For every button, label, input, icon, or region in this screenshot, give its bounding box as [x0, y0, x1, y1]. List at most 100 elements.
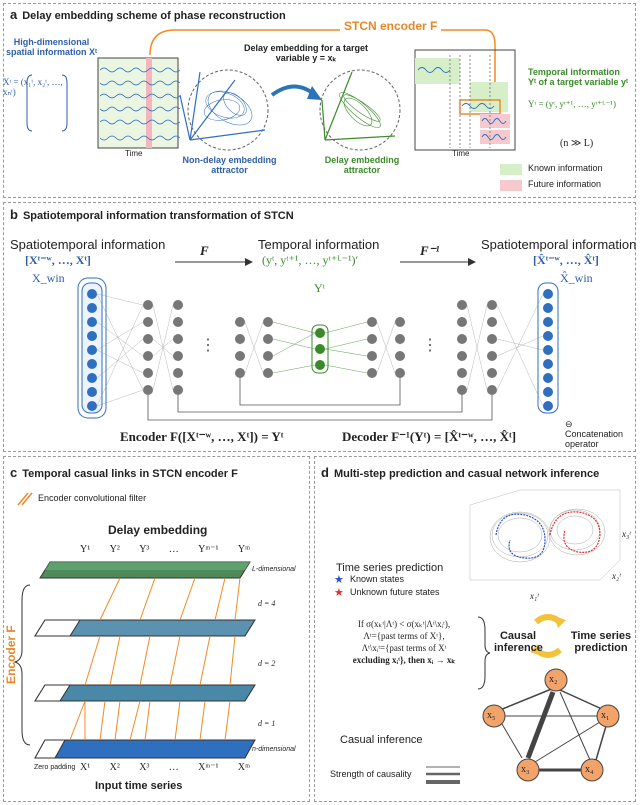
- known-states: Known states: [350, 574, 405, 584]
- x-hat-win: X̂_win: [560, 271, 593, 285]
- y-t: Yᵗ: [314, 281, 325, 295]
- hidden-neurons-encoder: [143, 300, 273, 395]
- top-label: Y¹: [80, 544, 91, 555]
- mid-formula: (yᵗ, yᵗ⁺¹, …, yᵗ⁺ᴸ⁻¹)′: [262, 253, 359, 267]
- left-info: Spatiotemporal information: [10, 237, 166, 252]
- left-formula: [Xᵗ⁻ʷ, …, Xᵗ]: [25, 253, 91, 267]
- unknown-states: Unknown future states: [350, 587, 440, 597]
- layer-d2: [34, 684, 256, 702]
- known-star: ★: [334, 574, 344, 586]
- encoder-side-label: Encoder F: [3, 625, 18, 684]
- svg-text:⋮: ⋮: [422, 337, 438, 354]
- causal-inference-label: Causal inference: [494, 630, 543, 655]
- bottom-label: Xᵐ: [237, 762, 250, 773]
- ts-prediction: Time series prediction: [336, 562, 444, 574]
- skip-connections: [147, 378, 493, 421]
- strength-label: Strength of causality: [330, 769, 412, 779]
- filter-legend: Encoder convolutional filter: [38, 493, 147, 503]
- mid-info: Temporal information: [258, 237, 380, 252]
- l-dim: L-dimensional: [252, 566, 296, 573]
- encoder-eq: Encoder F([Xᵗ⁻ʷ, …, Xᵗ]) = Yᵗ: [120, 429, 284, 444]
- delay-embedding-title: Delay embedding: [108, 523, 208, 537]
- bottom-label: X¹: [80, 762, 91, 773]
- hidden-neurons-decoder: [367, 300, 497, 395]
- delay-embedding-label: Delay embedding for a target variable y …: [243, 43, 369, 63]
- temporal-table: [414, 49, 516, 151]
- unknown-star: ★: [334, 587, 344, 599]
- node-x4: x₄: [585, 764, 594, 775]
- f-label: F: [200, 243, 209, 258]
- zero-padding: Zero padding: [34, 764, 76, 771]
- ts-prediction-label: Time series prediction: [570, 630, 632, 655]
- delay-attractor-curve: [339, 92, 381, 128]
- non-delay-axes: [179, 71, 266, 141]
- time-axis-a2: Time: [452, 149, 470, 158]
- time-axis-a1: Time: [125, 149, 143, 158]
- layer-d1: [34, 739, 256, 759]
- bottom-label: X³: [139, 762, 150, 773]
- spatial-series-lines: [99, 67, 181, 141]
- n-dim: n-dimensional: [252, 746, 296, 753]
- node-x5: x₅: [487, 710, 496, 721]
- non-delay-label: Non-delay embedding attractor: [182, 155, 277, 175]
- node-x3: x₃: [521, 764, 530, 775]
- top-label: …: [168, 544, 179, 555]
- finv-label: F⁻¹: [420, 243, 440, 258]
- lorenz-attractor: [469, 489, 621, 581]
- known-swatch: [500, 164, 522, 175]
- bottom-label: Xᵐ⁻¹: [198, 762, 219, 773]
- delay-attractor-circle: [319, 69, 401, 151]
- latent-neurons: [311, 324, 329, 374]
- dots-b: ⋮⋮: [200, 337, 438, 354]
- bottom-label: X²: [109, 762, 120, 773]
- filter-arrows: [69, 577, 241, 741]
- temporal-series-lines: [417, 67, 507, 140]
- condition-text: If σ(xₖᵗ|Λᵗ) < σ(xₖᵗ|Λᵗ\xᵢᵗ), Λᵗ={past t…: [352, 619, 456, 666]
- input-series-label: Input time series: [95, 780, 183, 792]
- output-neurons: [543, 289, 553, 411]
- spatial-series-box: [97, 57, 179, 149]
- xt-vector: Xᵗ = (x₁ᵗ, x₂ᵗ, …, xₙᵗ): [3, 77, 63, 97]
- encoder-brace: [13, 584, 31, 746]
- top-label: Y³: [139, 544, 150, 555]
- d2-label: d = 2: [258, 659, 276, 668]
- encoder-arrow: [149, 29, 496, 95]
- node-x1: x₁: [601, 710, 610, 721]
- n-gg-l: (n ≫ L): [560, 138, 594, 149]
- delay-axes: [321, 71, 396, 141]
- decoder-eq: Decoder F⁻¹(Yᵗ) = [X̂ᵗ⁻ʷ, …, X̂ᵗ]: [342, 429, 517, 444]
- top-label: Y²: [109, 544, 120, 555]
- causal-edges: [499, 687, 607, 772]
- non-delay-attractor-curve: [203, 90, 253, 126]
- axis-x1: x₁ᵗ: [530, 591, 539, 601]
- right-info: Spatiotemporal information: [481, 237, 637, 252]
- d4-label: d = 4: [258, 599, 276, 608]
- node-x2: x₂: [549, 674, 558, 685]
- orange-legend-icon: [17, 492, 33, 506]
- x-win: X_win: [32, 271, 65, 285]
- non-delay-attractor-circle: [187, 69, 269, 151]
- yt-formula: Yᵗ = (yᵗ, yᵗ⁺¹, …, yᵗ⁺ᴸ⁻¹): [528, 99, 616, 109]
- temporal-table-gridlines: [449, 55, 491, 148]
- d1-label: d = 1: [258, 719, 276, 728]
- casual-inference-title: Casual inference: [340, 734, 423, 746]
- current-time-column: [146, 58, 152, 148]
- encoder-label: STCN encoder F: [340, 19, 442, 34]
- axis-x3: x₃ᵗ: [622, 529, 631, 539]
- future-legend: Future information: [528, 179, 602, 189]
- future-swatch: [500, 180, 522, 191]
- embedding-arrow: [270, 84, 317, 97]
- known-legend: Known information: [528, 163, 603, 173]
- layer-d4: [34, 619, 256, 637]
- latent-connections: [272, 321, 368, 374]
- concat-label: ⊖ Concatenation operator: [565, 419, 624, 449]
- svg-text:⋮: ⋮: [200, 337, 216, 354]
- network-connections: [96, 293, 544, 407]
